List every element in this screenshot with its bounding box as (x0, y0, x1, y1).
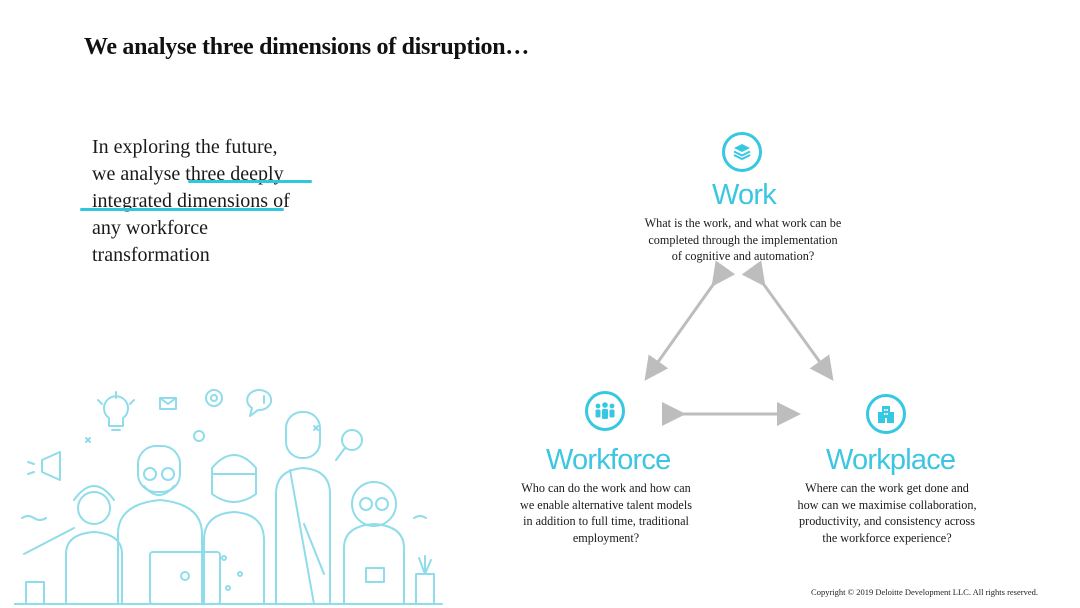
work-desc-line: completed through the implementation (648, 232, 838, 247)
workforce-description: Who can do the work and how can we enabl… (496, 480, 716, 546)
page-title: We analyse three dimensions of disruptio… (84, 34, 530, 60)
work-title: Work (712, 179, 777, 211)
workforce-title: Workforce (546, 444, 671, 476)
work-desc-line: What is the work, and what work can be (644, 216, 842, 230)
workplace-title: Workplace (826, 444, 956, 476)
workforce-desc-line: employment? (572, 530, 640, 545)
intro-line: transformation (92, 244, 210, 266)
people-group-icon (585, 391, 625, 431)
arrow-work-to-workforce (644, 260, 736, 381)
people-illustration (14, 389, 443, 605)
workplace-desc-line: the workforce experience? (822, 530, 952, 545)
workplace-description: Where can the work get done and how can … (772, 480, 1002, 546)
workplace-desc-line: productivity, and consistency across (799, 514, 975, 528)
highlight-underline (188, 180, 312, 183)
layers-icon (722, 132, 762, 172)
highlight-underline (80, 208, 284, 211)
workplace-desc-line: Where can the work get done and (805, 481, 969, 495)
work-description: What is the work, and what work can be c… (618, 215, 868, 265)
workforce-desc-line: we enable alternative talent models (520, 497, 692, 512)
intro-line: integrated dimensions of (92, 190, 290, 212)
arrow-work-to-workplace (741, 260, 834, 381)
copyright-notice: Copyright © 2019 Deloitte Development LL… (811, 587, 1038, 597)
intro-line: In exploring the future, (92, 136, 278, 158)
building-icon (866, 394, 906, 434)
workplace-desc-line: how can we maximise collaboration, (797, 497, 977, 512)
workforce-desc-line: Who can do the work and how can (521, 481, 691, 495)
intro-line: we analyse three deeply (92, 163, 284, 185)
workforce-desc-line: in addition to full time, traditional (523, 514, 689, 528)
intro-line: any workforce (92, 217, 209, 239)
intro-text: In exploring the future, we analyse thre… (92, 134, 332, 269)
work-desc-line: of cognitive and automation? (671, 249, 815, 263)
